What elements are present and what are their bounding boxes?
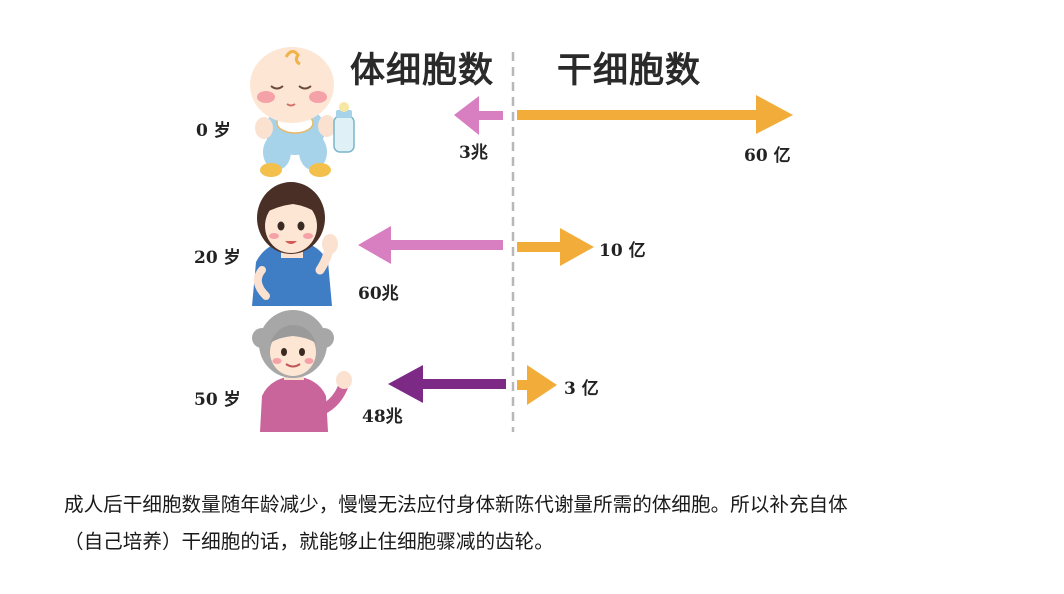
baby-illustration [250,47,355,177]
body-cells-heading: 体细胞数 [350,51,495,91]
body-arrow-0 [454,96,503,135]
body-value-50: 48兆 [362,407,403,427]
stem-arrow-50 [517,365,557,405]
cell-count-diagram: 体细胞数 干细胞数 0 岁 20 岁 50 岁 3兆 60 亿 60兆 10 亿… [194,47,793,432]
caption-line-2: （自己培养）干细胞的话，就能够止住细胞骤减的齿轮。 [64,530,554,553]
stem-arrow-0 [517,95,793,134]
stem-value-50: 3 亿 [564,379,599,399]
stem-arrow-20 [517,228,594,266]
age-label-20: 20 岁 [194,248,241,268]
caption-line-1: 成人后干细胞数量随年龄减少，慢慢无法应付身体新陈代谢量所需的体细胞。所以补充自体 [64,493,848,516]
stem-value-20: 10 亿 [599,241,646,261]
body-arrow-50 [388,365,506,403]
stem-cells-heading: 干细胞数 [557,51,702,91]
caption-paragraph: 成人后干细胞数量随年龄减少，慢慢无法应付身体新陈代谢量所需的体细胞。所以补充自体… [64,486,1024,560]
age-label-0: 0 岁 [196,121,231,141]
age-label-50: 50 岁 [194,390,241,410]
elderly-woman-illustration [252,310,352,432]
body-value-20: 60兆 [358,284,399,304]
diagram-graphics [250,47,793,432]
woman-illustration [252,182,338,306]
body-arrow-20 [358,226,503,264]
stem-value-0: 60 亿 [744,146,791,166]
body-value-0: 3兆 [459,143,488,163]
